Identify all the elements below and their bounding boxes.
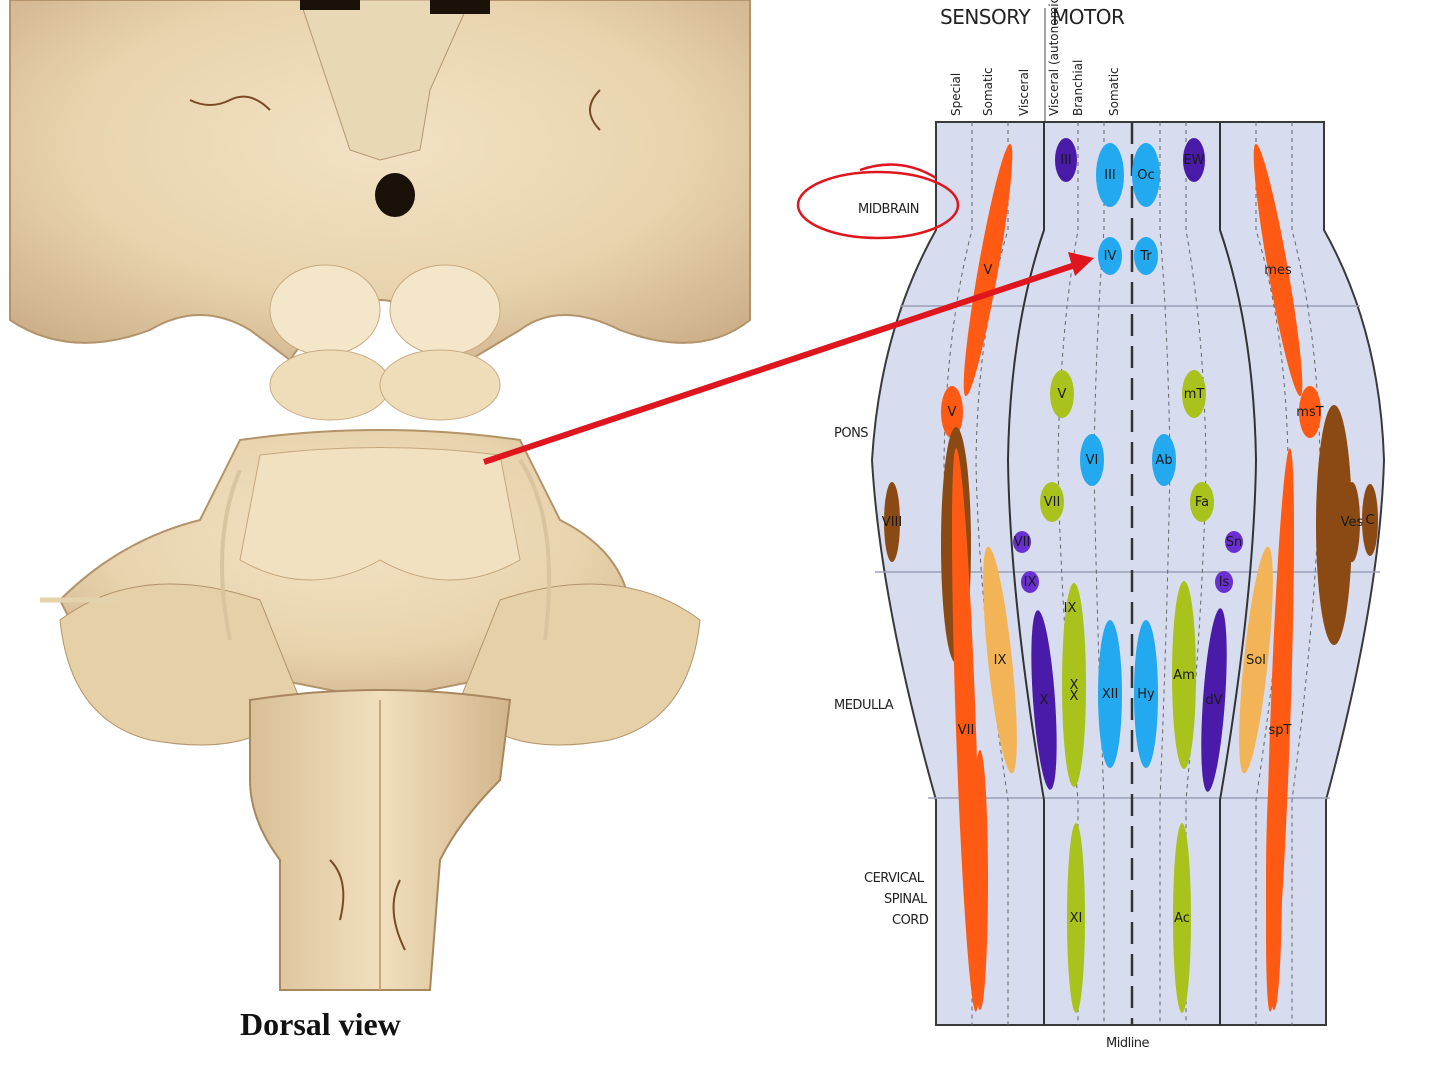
nucleus-label-p7: VII — [1044, 495, 1061, 510]
nucleus-d3 — [983, 546, 1017, 774]
column-headers: Special Somatic Visceral Visceral (autonomi… — [949, 0, 1121, 116]
nucleus-d8 — [1098, 620, 1122, 768]
region-label-midbrain: MIDBRAIN — [858, 202, 919, 217]
nucleus-d9 — [1134, 620, 1158, 768]
nucleus-label-p6: Ab — [1155, 453, 1172, 468]
nucleus-c1 — [1067, 823, 1085, 1013]
nucleus-label-m3: Oc — [1137, 168, 1154, 183]
midline-label: Midline — [1106, 1036, 1150, 1051]
nucleus-label-p15: Is — [1219, 575, 1230, 590]
nucleus-d11 — [1201, 608, 1227, 792]
nucleus-p14 — [1021, 571, 1039, 593]
nucleus-label-p8: Fa — [1195, 495, 1209, 510]
nucleus-label-m6: Tr — [1139, 249, 1152, 264]
nucleus-label-p1: V — [948, 405, 957, 420]
nucleus-d2 — [951, 448, 981, 1012]
nucleus-d10 — [1172, 581, 1196, 769]
column-header-5: Somatic — [1107, 67, 1121, 116]
nucleus-d12 — [1239, 546, 1273, 774]
midbrain-annotation-circle — [796, 170, 960, 240]
brainstem-photo — [9, 0, 751, 991]
nucleus-m3 — [1132, 143, 1160, 207]
nucleus-column-0 — [1316, 405, 1352, 645]
nucleus-label-d12: Sol — [1246, 653, 1266, 668]
nucleus-label-m5: IV — [1104, 249, 1117, 264]
nucleus-label-d4: X — [1040, 693, 1049, 708]
nucleus-label-d9: Hy — [1137, 687, 1155, 702]
annotation-tail — [859, 163, 937, 180]
region-label-pons: PONS — [834, 426, 868, 441]
nucleus-p15 — [1215, 571, 1233, 593]
column-header-2: Visceral — [1017, 69, 1031, 116]
nucleus-label-s1: V — [984, 263, 993, 278]
region-label-cervical: CERVICAL — [864, 871, 925, 886]
sensory-header: SENSORY — [940, 5, 1031, 29]
nucleus-label-p5: VI — [1086, 453, 1099, 468]
nucleus-label-c2: Ac — [1174, 911, 1190, 926]
nucleus-s2 — [1253, 143, 1303, 397]
nucleus-p6 — [1152, 434, 1176, 486]
nucleus-label-d10: Am — [1173, 668, 1195, 683]
nucleus-label-d7: X — [1070, 689, 1079, 704]
nucleus-label-p2: mT — [1184, 387, 1205, 402]
nucleus-m6 — [1134, 237, 1158, 275]
nucleus-m1 — [1055, 138, 1077, 182]
nucleus-p2 — [1182, 370, 1206, 418]
nucleus-label-p4: msT — [1296, 405, 1323, 420]
nucleus-d4 — [1031, 610, 1057, 790]
nucleus-label-d13: spT — [1269, 723, 1292, 738]
nucleus-p5 — [1080, 434, 1104, 486]
nucleus-label-d11: dV — [1205, 693, 1222, 708]
nucleus-p11 — [1362, 484, 1378, 556]
nucleus-label-p11: C — [1365, 513, 1374, 528]
nucleus-label-d2: VII — [958, 723, 975, 738]
photo-caption: Dorsal view — [240, 1006, 401, 1042]
region-label-cord: CORD — [892, 913, 929, 928]
nucleus-label-p10: Ves — [1341, 515, 1364, 530]
nucleus-p13 — [1225, 531, 1243, 553]
nucleus-label-d6: IX — [1064, 601, 1077, 616]
cranial-nerve-nuclei-diagram: SENSORY MOTOR Special Somatic Visceral Visc… — [760, 0, 1440, 1077]
nucleus-label-p12: VII — [1014, 535, 1031, 550]
column-header-3: Visceral (autonomic) — [1047, 0, 1061, 116]
right-boundary — [1219, 122, 1258, 1025]
nucleus-d5 — [1062, 583, 1086, 787]
nucleus-label-d5: X — [1070, 678, 1079, 693]
nucleus-d13 — [1265, 448, 1295, 1012]
nucleus-label-m2: III — [1104, 168, 1116, 183]
nucleus-label-s2: mes — [1264, 263, 1292, 278]
region-label-spinal: SPINAL — [884, 892, 928, 907]
column-header-0: Special — [949, 73, 963, 116]
column-header-1: Somatic — [981, 67, 995, 116]
motor-header: MOTOR — [1052, 5, 1125, 29]
nucleus-m5 — [1098, 237, 1122, 275]
nucleus-label-p13: Sn — [1226, 535, 1243, 550]
nucleus-p8 — [1190, 482, 1214, 522]
nucleus-label-m4: EW — [1183, 153, 1204, 168]
nucleus-p9 — [884, 482, 900, 562]
column-header-4: Branchial — [1071, 60, 1085, 116]
region-label-medulla: MEDULLA — [834, 698, 894, 713]
nucleus-label-c1: XI — [1070, 911, 1083, 926]
nucleus-p10 — [1344, 482, 1360, 562]
nucleus-label-p14: IX — [1024, 575, 1037, 590]
nucleus-label-p3: V — [1058, 387, 1067, 402]
brainstem-photo-panel: Dorsal view — [9, 0, 751, 1042]
nucleus-label-d3: IX — [994, 653, 1007, 668]
nucleus-label-d8: XII — [1102, 687, 1119, 702]
nucleus-label-m1: III — [1060, 153, 1072, 168]
nucleus-p12 — [1013, 531, 1031, 553]
nucleus-p7 — [1040, 482, 1064, 522]
nucleus-m4 — [1183, 138, 1205, 182]
nucleus-label-p9: VIII — [882, 515, 902, 530]
nucleus-p4 — [1299, 386, 1321, 438]
nucleus-m2 — [1096, 143, 1124, 207]
nucleus-c2 — [1173, 823, 1191, 1013]
